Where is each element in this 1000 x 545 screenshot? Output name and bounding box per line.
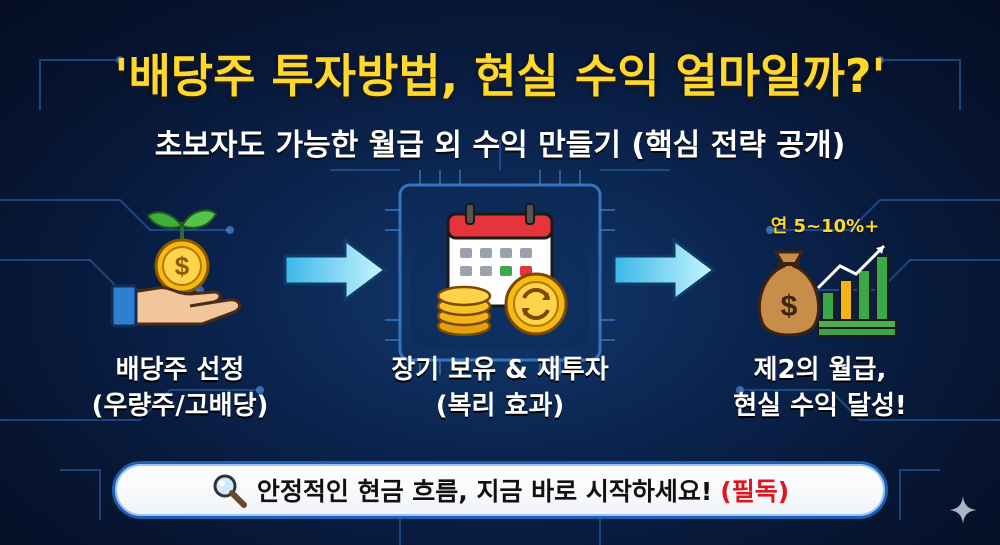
must-read-tag: (필독) <box>720 477 790 506</box>
step-3-label: 제2의 월급, 현실 수익 달성! <box>700 352 940 424</box>
step-1-line2: (우량주/고배당) <box>91 391 269 421</box>
yield-badge: 연 5~10%+ <box>770 216 880 237</box>
step-3-line2: 현실 수익 달성! <box>733 391 907 421</box>
page-subtitle: 초보자도 가능한 월급 외 수익 만들기 (핵심 전략 공개) <box>154 128 846 163</box>
hand-coin-plant-icon: $ <box>110 209 242 328</box>
page-title: '배당주 투자방법, 현실 수익 얼마일까?' <box>114 49 886 103</box>
step-1-line1: 배당주 선정 <box>115 355 245 385</box>
step-2-line1: 장기 보유 & 재투자 <box>391 355 609 385</box>
sparkle-icon <box>949 496 977 524</box>
magnifier-icon <box>213 474 247 508</box>
step-1-label: 배당주 선정 (우량주/고배당) <box>60 352 300 424</box>
svg-text:$: $ <box>781 290 798 323</box>
arrow-right-icon <box>612 238 717 302</box>
step-3-line1: 제2의 월급, <box>753 355 887 385</box>
cta-banner: 안정적인 현금 흐름, 지금 바로 시작하세요! (필독) <box>112 461 888 519</box>
cta-text: 안정적인 현금 흐름, 지금 바로 시작하세요! <box>256 477 713 506</box>
arrow-right-icon <box>283 238 388 302</box>
step-2-label: 장기 보유 & 재투자 (복리 효과) <box>360 352 640 424</box>
step-2-line2: (복리 효과) <box>435 391 565 421</box>
money-bag-chart-icon: $ <box>757 244 897 337</box>
calendar-coins-cycle-icon <box>436 203 568 337</box>
svg-text:$: $ <box>175 251 190 281</box>
